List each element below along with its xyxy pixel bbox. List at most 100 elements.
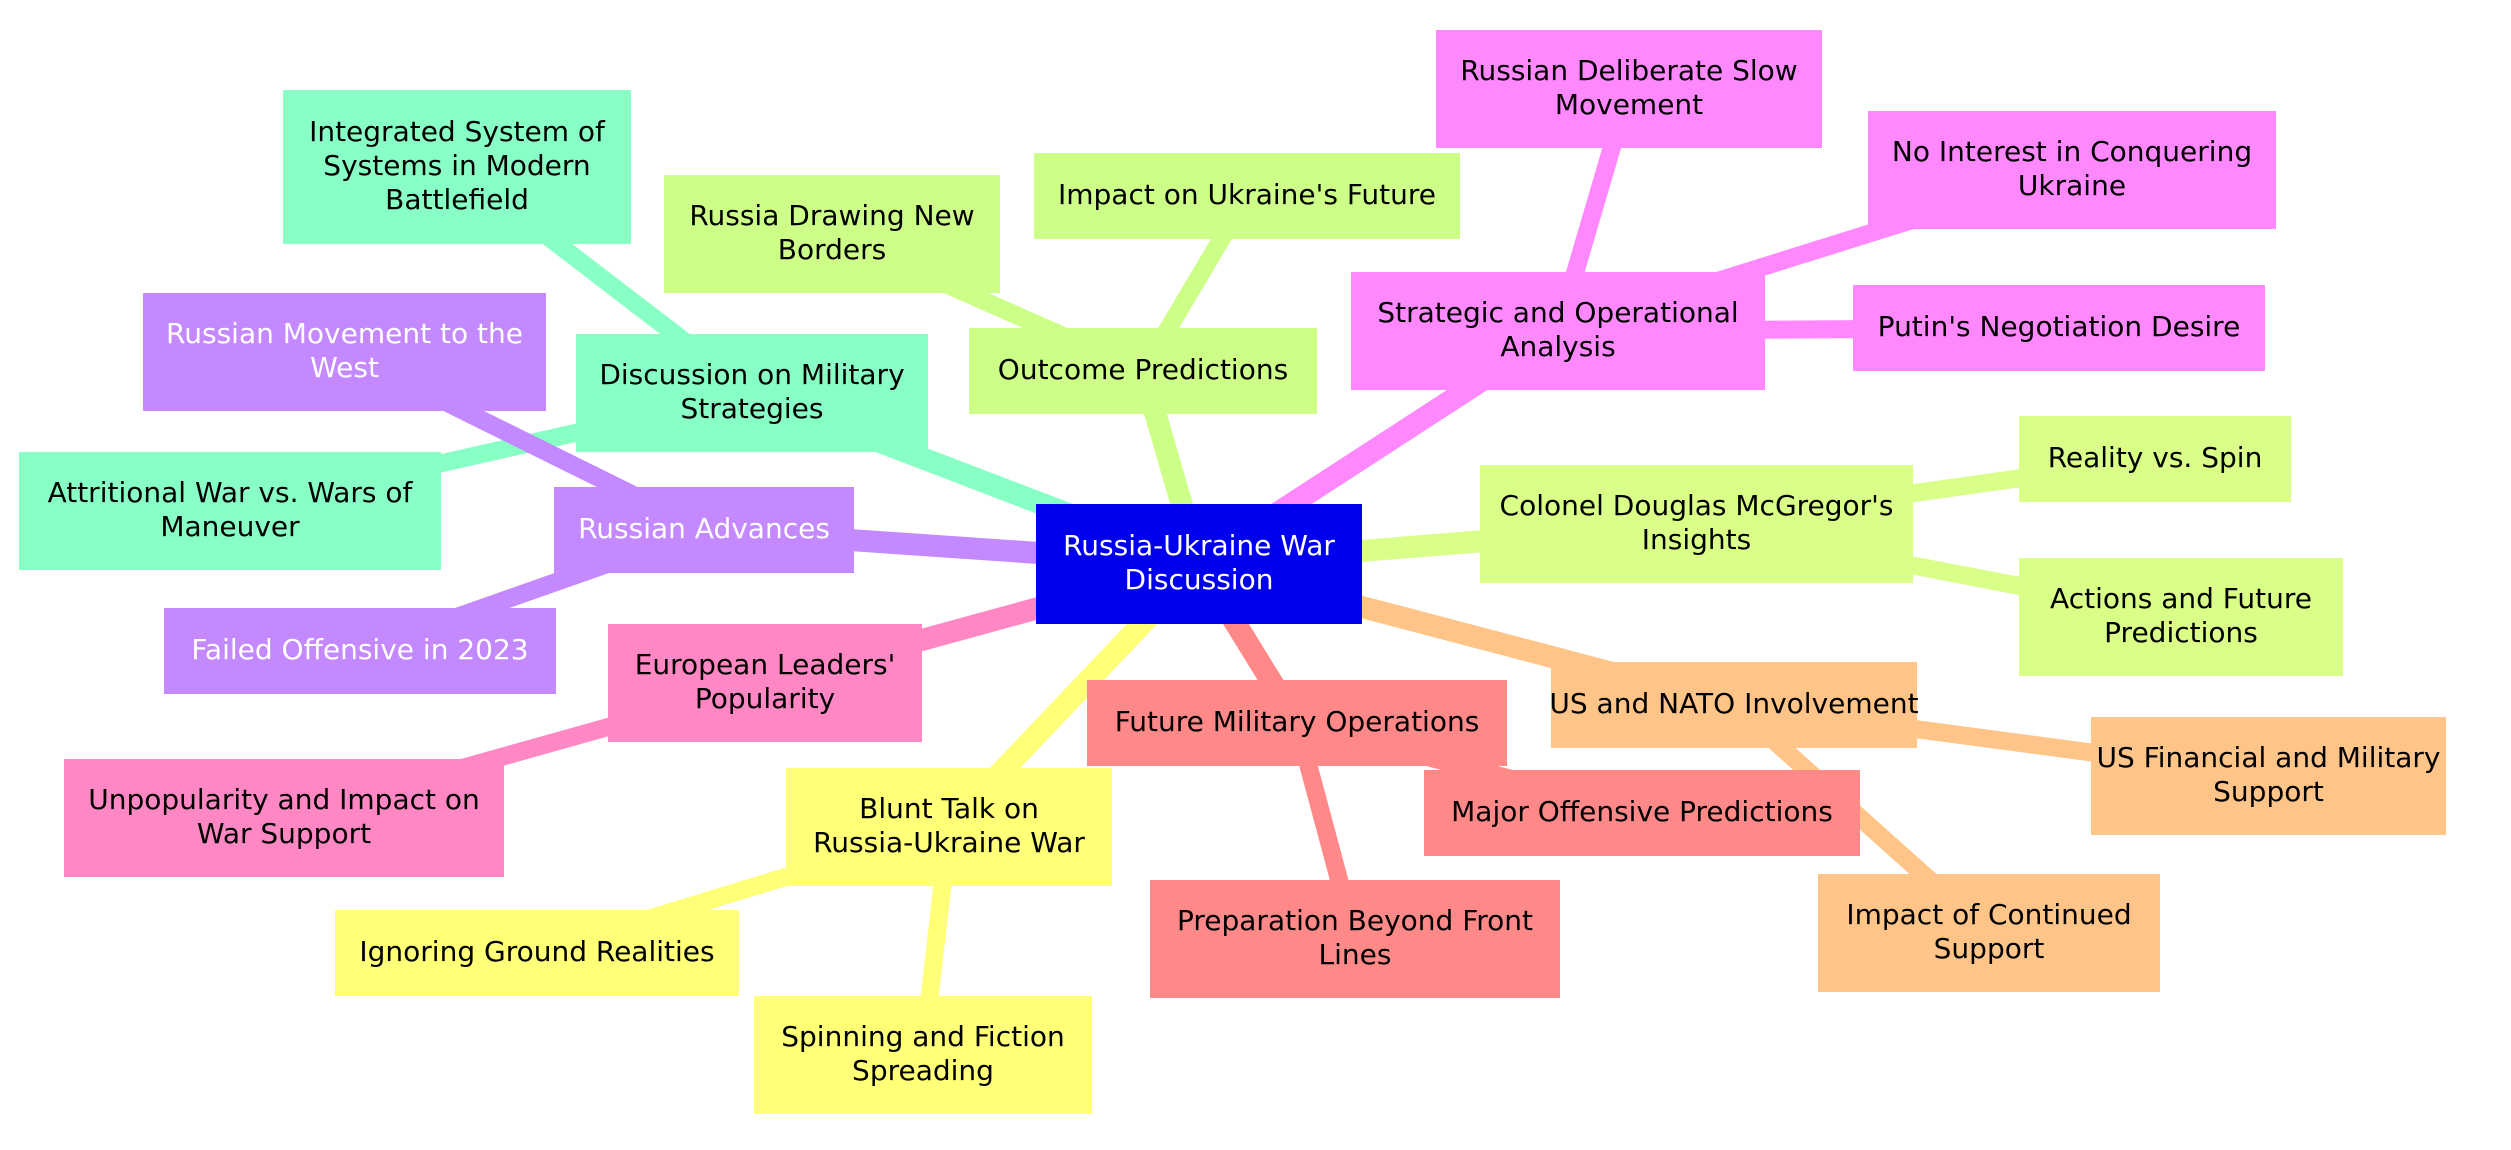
node-blunt-talk-label: Blunt Talk on [859, 792, 1039, 825]
node-integrated-systems-label: Systems in Modern [323, 149, 590, 182]
node-new-borders-label: Borders [778, 233, 886, 266]
node-putin-negotiation-label: Putin's Negotiation Desire [1878, 310, 2241, 343]
node-attritional-war-box [19, 452, 441, 570]
node-failed-offensive-box [164, 608, 556, 694]
node-new-borders-box [664, 175, 1000, 293]
node-failed-offensive-label: Failed Offensive in 2023 [191, 633, 528, 666]
node-root-label: Discussion [1125, 563, 1274, 596]
node-continued-support-label: Impact of Continued [1846, 898, 2131, 931]
node-european-leaders-label: European Leaders' [635, 648, 896, 681]
node-european-leaders-label: Popularity [695, 682, 835, 715]
node-blunt-talk-label: Russia-Ukraine War [813, 826, 1085, 859]
node-outcome-predictions[interactable]: Outcome Predictions [969, 328, 1317, 414]
node-attritional-war-label: Attritional War vs. Wars of [48, 476, 414, 509]
node-slow-movement-label: Russian Deliberate Slow [1460, 54, 1797, 87]
node-outcome-predictions-label: Outcome Predictions [998, 353, 1288, 386]
node-root-box [1036, 504, 1362, 624]
node-ground-realities[interactable]: Ignoring Ground Realities [335, 910, 739, 996]
node-russian-advances-label: Russian Advances [578, 512, 830, 545]
node-no-conquest-label: Ukraine [2018, 169, 2126, 202]
node-fiction-spreading-box [754, 996, 1092, 1114]
node-us-support-box [2091, 717, 2446, 835]
node-military-strategies-box [576, 334, 928, 452]
node-failed-offensive[interactable]: Failed Offensive in 2023 [164, 608, 556, 694]
node-putin-negotiation-box [1853, 285, 2265, 371]
node-reality-spin-label: Reality vs. Spin [2048, 441, 2263, 474]
node-root-label: Russia-Ukraine War [1063, 529, 1335, 562]
node-major-offensive[interactable]: Major Offensive Predictions [1424, 770, 1860, 856]
node-ground-realities-label: Ignoring Ground Realities [359, 935, 714, 968]
node-ground-realities-box [335, 910, 739, 996]
node-beyond-front-label: Preparation Beyond Front [1177, 904, 1533, 937]
node-new-borders-label: Russia Drawing New [689, 199, 974, 232]
node-strategic-analysis-label: Strategic and Operational [1377, 296, 1738, 329]
node-mcgregor-insights-label: Insights [1642, 523, 1751, 556]
node-us-nato-box [1551, 662, 1917, 748]
node-ukraine-future-box [1034, 153, 1460, 239]
node-mcgregor-insights-label: Colonel Douglas McGregor's [1500, 489, 1894, 522]
node-military-strategies-label: Discussion on Military [599, 358, 904, 391]
node-european-leaders[interactable]: European Leaders'Popularity [608, 624, 922, 742]
node-putin-negotiation[interactable]: Putin's Negotiation Desire [1853, 285, 2265, 371]
node-unpopularity-label: Unpopularity and Impact on [88, 783, 480, 816]
node-outcome-predictions-box [969, 328, 1317, 414]
node-continued-support-label: Support [1934, 932, 2045, 965]
node-no-conquest-label: No Interest in Conquering [1892, 135, 2252, 168]
node-ukraine-future[interactable]: Impact on Ukraine's Future [1034, 153, 1460, 239]
node-strategic-analysis-box [1351, 272, 1765, 390]
node-future-operations[interactable]: Future Military Operations [1087, 680, 1507, 766]
node-military-strategies-label: Strategies [681, 392, 824, 425]
node-movement-west-box [143, 293, 546, 411]
node-reality-spin-box [2019, 416, 2291, 502]
node-us-support-label: US Financial and Military [2097, 741, 2441, 774]
node-actions-predictions-label: Actions and Future [2050, 582, 2312, 615]
node-slow-movement-box [1436, 30, 1822, 148]
node-russian-advances-box [554, 487, 854, 573]
node-fiction-spreading-label: Spinning and Fiction [781, 1020, 1064, 1053]
node-actions-predictions-box [2019, 558, 2343, 676]
node-integrated-systems-box [283, 90, 631, 244]
node-unpopularity-box [64, 759, 504, 877]
node-us-nato[interactable]: US and NATO Involvement [1549, 662, 1919, 748]
node-slow-movement-label: Movement [1555, 88, 1703, 121]
node-no-conquest-box [1868, 111, 2276, 229]
node-fiction-spreading-label: Spreading [852, 1054, 994, 1087]
node-blunt-talk-box [786, 768, 1112, 886]
node-us-nato-label: US and NATO Involvement [1549, 687, 1918, 720]
node-attritional-war-label: Maneuver [160, 510, 300, 543]
node-major-offensive-box [1424, 770, 1860, 856]
node-integrated-systems-label: Battlefield [385, 183, 529, 216]
node-unpopularity-label: War Support [197, 817, 371, 850]
node-ukraine-future-label: Impact on Ukraine's Future [1058, 178, 1436, 211]
node-future-operations-label: Future Military Operations [1115, 705, 1480, 738]
node-strategic-analysis-label: Analysis [1500, 330, 1615, 363]
node-actions-predictions-label: Predictions [2104, 616, 2258, 649]
node-continued-support-box [1818, 874, 2160, 992]
node-european-leaders-box [608, 624, 922, 742]
node-major-offensive-label: Major Offensive Predictions [1451, 795, 1833, 828]
node-us-support-label: Support [2213, 775, 2324, 808]
node-mcgregor-insights-box [1480, 465, 1913, 583]
node-future-operations-box [1087, 680, 1507, 766]
node-russian-advances[interactable]: Russian Advances [554, 487, 854, 573]
node-reality-spin[interactable]: Reality vs. Spin [2019, 416, 2291, 502]
